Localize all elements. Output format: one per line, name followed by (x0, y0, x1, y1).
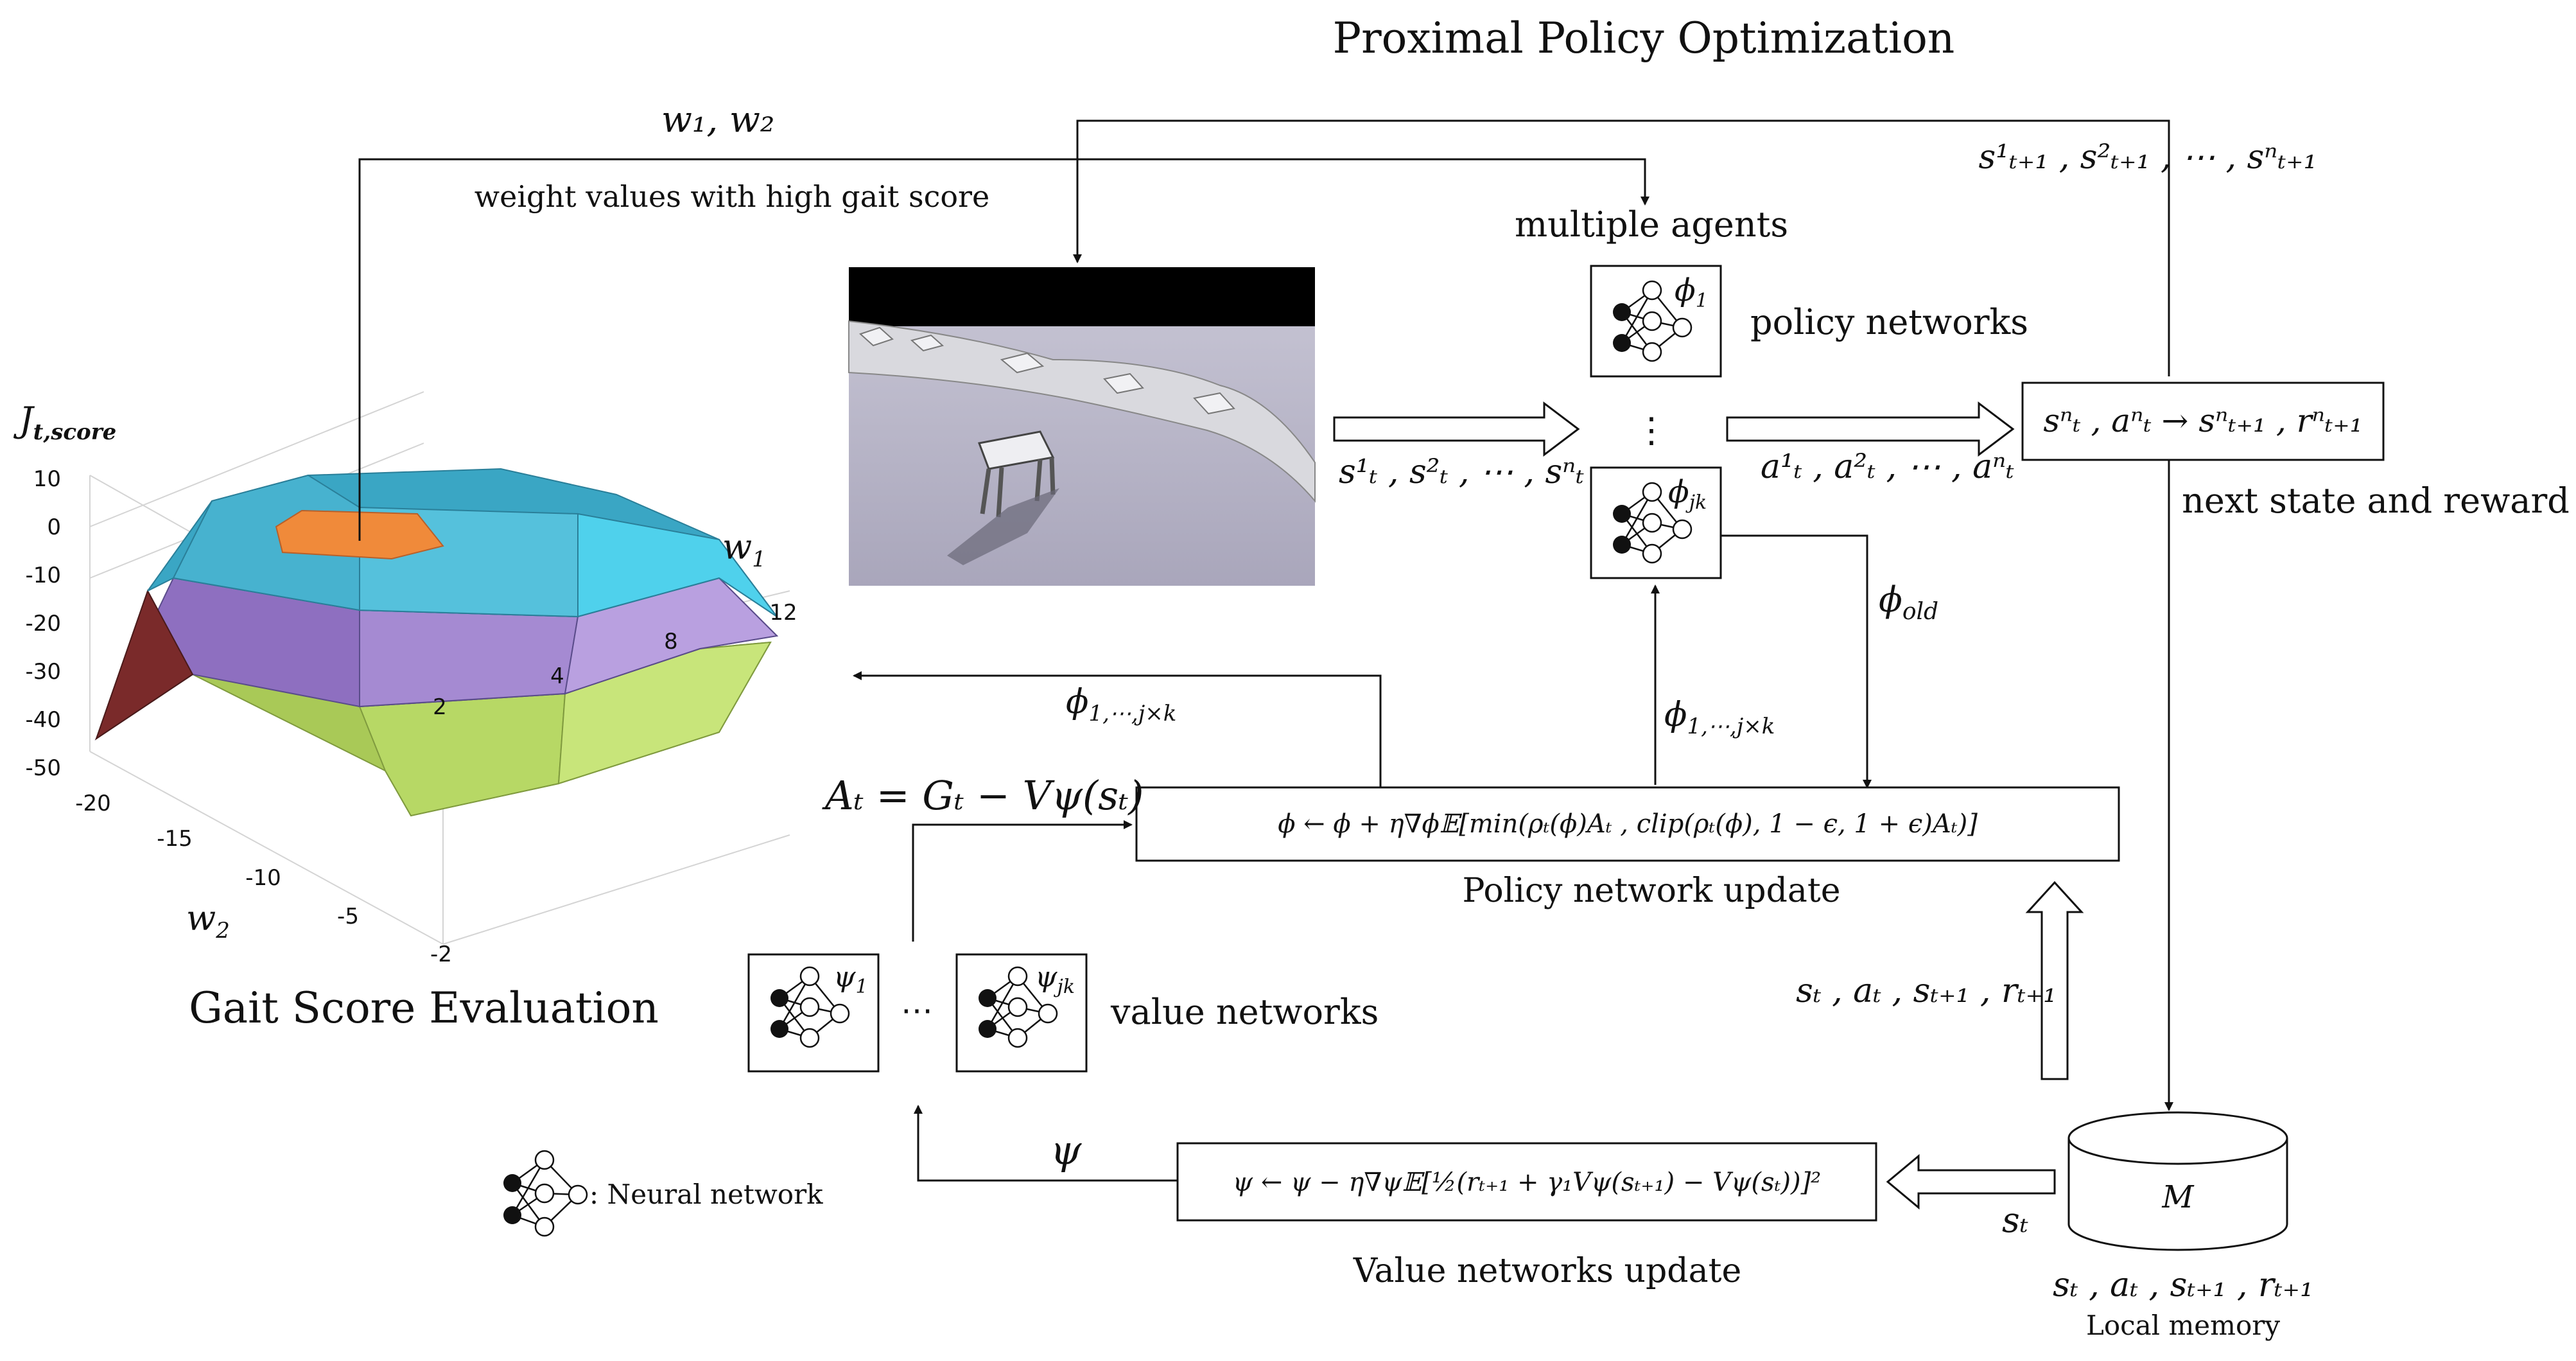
samples-hollow-arrow (2025, 881, 2084, 1080)
memory-contents: sₜ , aₜ , sₜ₊₁ , rₜ₊₁ (2053, 1266, 2313, 1304)
value-update-formula: ψ ← ψ − η∇ψ𝔼[½(rₜ₊₁ + γ₁Vψ(sₜ₊₁) − Vψ(sₜ… (1233, 1168, 1821, 1197)
value-update-box (1176, 1142, 1877, 1222)
policy-update-label: Policy network update (1462, 872, 1840, 910)
w2-axis-label: w2 (186, 898, 230, 944)
st-label: sₜ (2002, 1200, 2028, 1240)
actions-hollow-arrow (1726, 401, 2015, 457)
memory-label: Local memory (2086, 1310, 2280, 1341)
next-state-reward-label: next state and reward (2182, 480, 2570, 521)
svg-text:: Neural network: : Neural network (589, 1179, 823, 1210)
psi-arrow (914, 1105, 1178, 1182)
states-hollow-arrow (1333, 401, 1580, 457)
st-hollow-arrow (1886, 1154, 2056, 1210)
svg-text:-30: -30 (25, 659, 61, 685)
next-state-loop (1073, 119, 2170, 376)
transition-box (2021, 382, 2385, 461)
svg-text:0: 0 (47, 514, 61, 540)
psi-label: ψ (1050, 1127, 1083, 1173)
svg-text:-20: -20 (25, 611, 61, 637)
phi-all-left-arrow (853, 671, 1382, 787)
z-axis-ticks: 10 0 -10 -20 -30 -40 -50 (25, 466, 61, 781)
policy-update-box (1135, 786, 2120, 862)
svg-text:2: 2 (433, 694, 447, 720)
svg-text:-5: -5 (337, 904, 359, 929)
gait-surface-plot (89, 391, 790, 945)
svg-text:-20: -20 (75, 791, 111, 816)
local-memory-cylinder: M (2067, 1111, 2288, 1251)
svg-text:-50: -50 (25, 755, 61, 781)
policy-update-formula: ϕ ← ϕ + η∇ϕ𝔼[min(ρₜ(ϕ)Aₜ , clip(ρₜ(ϕ), 1… (1278, 809, 1978, 839)
weights-label: w₁, w₂ (661, 99, 774, 141)
svg-text:8: 8 (664, 629, 678, 654)
value-to-policy-arrow (912, 820, 1133, 942)
w2-axis-ticks: -20 -15 -10 -5 -2 (75, 791, 452, 967)
neural-network-legend: : Neural network (503, 1150, 823, 1237)
value-dots: ⋯ (901, 992, 933, 1029)
svg-text:12: 12 (769, 600, 797, 626)
value-update-label: Value networks update (1353, 1252, 1742, 1290)
svg-text:-40: -40 (25, 707, 61, 733)
svg-text:ϕ1: ϕ1 (1675, 272, 1708, 312)
phi-all-left-label: ϕ1,⋯,j×k (1066, 683, 1176, 726)
agents-title: multiple agents (1515, 204, 1788, 245)
phi-all-mid-label: ϕ1,⋯,j×k (1664, 696, 1775, 739)
svg-text:ψ1: ψ1 (833, 961, 868, 998)
svg-text:M: M (2161, 1179, 2195, 1215)
phi-old-label: ϕold (1879, 579, 1938, 625)
z-axis-label: Jt,score (13, 400, 116, 445)
page-title: Proximal Policy Optimization (1333, 13, 1955, 63)
w1-axis-label: w1 (722, 527, 766, 572)
advantage-label: Aₜ = Gₜ − Vψ(sₜ) (822, 772, 1144, 819)
weights-arrow (358, 158, 1649, 541)
agents-ellipsis: ⋮ (1634, 410, 1669, 450)
svg-text:-2: -2 (430, 942, 452, 967)
value-network-psi1: ψ1 (747, 953, 880, 1073)
states-label: s¹ₜ , s²ₜ , ⋯ , sⁿₜ (1339, 453, 1584, 491)
svg-text:10: 10 (33, 466, 61, 492)
samples-label: sₜ , aₜ , sₜ₊₁ , rₜ₊₁ (1796, 972, 2057, 1010)
svg-text:-15: -15 (157, 826, 193, 852)
actions-label: a¹ₜ , a²ₜ , ⋯ , aⁿₜ (1761, 448, 2014, 486)
w1-axis-ticks: 2 4 8 12 (433, 600, 797, 720)
policy-network-phi1: ϕ1 (1590, 265, 1722, 378)
value-networks-label: value networks (1110, 992, 1379, 1032)
svg-text:-10: -10 (25, 563, 61, 588)
transition-text: sⁿₜ , aⁿₜ → sⁿₜ₊₁ , rⁿₜ₊₁ (2043, 402, 2362, 439)
policy-networks-label: policy networks (1750, 302, 2028, 342)
next-states-label: s¹ₜ₊₁ , s²ₜ₊₁ , ⋯ , sⁿₜ₊₁ (1979, 138, 2317, 177)
svg-text:-10: -10 (245, 865, 281, 891)
svg-text:ψjk: ψjk (1035, 961, 1075, 998)
svg-text:ϕjk: ϕjk (1668, 474, 1707, 514)
phi-old-arrow (1721, 534, 1872, 789)
gait-caption: Gait Score Evaluation (189, 983, 659, 1033)
policy-network-phijk: ϕjk (1590, 466, 1722, 579)
value-network-psijk: ψjk (955, 953, 1088, 1073)
weights-caption: weight values with high gait score (474, 179, 990, 214)
svg-text:4: 4 (550, 663, 564, 689)
simulation-screenshot (848, 267, 1316, 586)
